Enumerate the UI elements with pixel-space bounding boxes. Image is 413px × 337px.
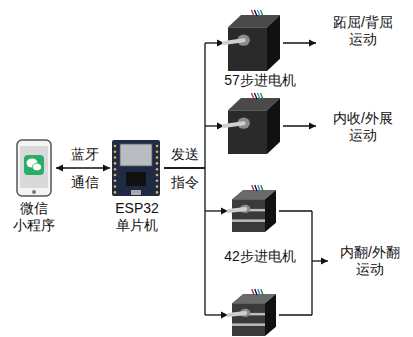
connector [164,40,224,169]
node-text: 微信 小程序 [6,200,62,234]
esp32-board: ESP32 单片机 [104,138,170,238]
bluetooth-label: 蓝牙 [70,146,100,163]
command-label: 指令 [170,174,200,191]
node-text: 内翻/外翻 运动 [330,244,410,278]
stepper-42-group: 42步进电机 [214,182,306,337]
motion-label: 跖屈/背屈 运动 [318,14,408,48]
node-text: 42步进电机 [214,248,306,265]
node-text: 内收/外展 运动 [318,110,408,144]
wechat-app: 微信 小程序 [6,138,62,238]
connector [283,40,316,47]
connector [164,168,228,319]
node-text: ESP32 单片机 [104,200,170,234]
command-label: 发送 [170,146,200,163]
connector [56,165,110,172]
stepper-57-group: 57步进电机 [214,8,306,158]
node-text: 跖屈/背屈 运动 [318,14,408,48]
bluetooth-label: 通信 [70,174,100,191]
node-text: 57步进电机 [214,72,306,89]
motion-label: 内收/外展 运动 [318,110,408,144]
connector [283,123,316,130]
motion-label: 内翻/外翻 运动 [330,244,410,278]
